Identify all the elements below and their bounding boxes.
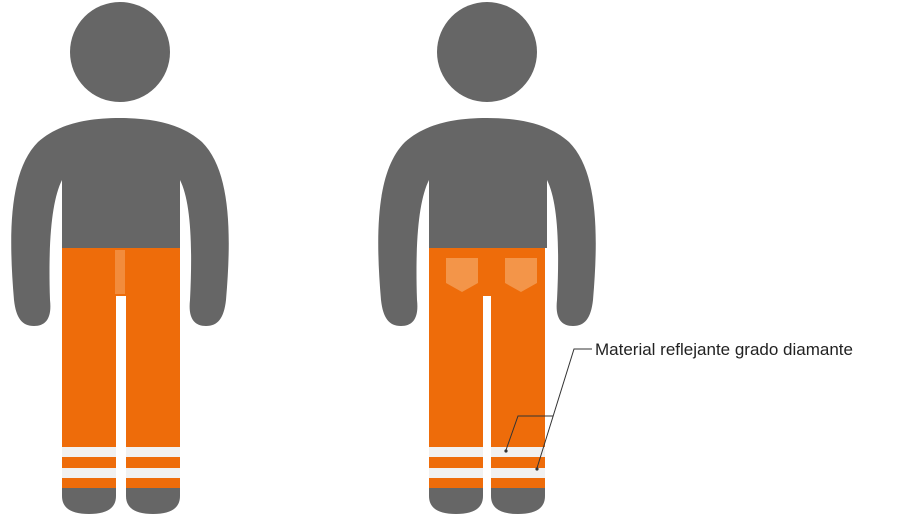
- figure-front-pants: [62, 248, 180, 500]
- figure-front: [11, 2, 229, 514]
- callout-leader-horizontal: [537, 349, 592, 468]
- front-right-shoe: [126, 488, 180, 514]
- callout-dot-upper: [504, 449, 507, 452]
- front-stripe-left-lower: [62, 468, 116, 478]
- front-stripe-right-lower: [126, 468, 180, 478]
- figure-back-head: [437, 2, 537, 102]
- back-stripe-left-upper: [429, 447, 483, 457]
- reflective-callout: Material reflejante grado diamante: [504, 340, 853, 471]
- back-stripe-left-lower: [429, 468, 483, 478]
- back-left-shoe: [429, 488, 483, 514]
- callout-dot-lower: [535, 467, 538, 470]
- back-right-shoe: [491, 488, 545, 514]
- front-fly-highlight: [115, 250, 125, 294]
- front-stripe-right-upper: [126, 447, 180, 457]
- figure-back-pants: [429, 248, 545, 500]
- callout-label: Material reflejante grado diamante: [595, 340, 853, 359]
- figure-front-head: [70, 2, 170, 102]
- front-left-shoe: [62, 488, 116, 514]
- back-stripe-right-upper: [491, 447, 545, 457]
- figure-back: [378, 2, 596, 514]
- front-stripe-left-upper: [62, 447, 116, 457]
